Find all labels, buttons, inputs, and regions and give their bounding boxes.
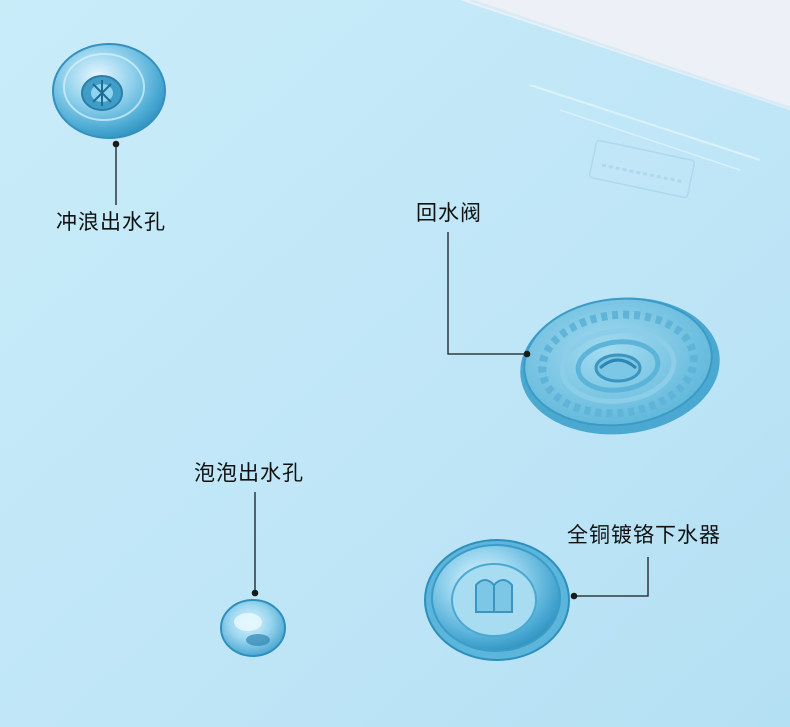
drain-label: 全铜镀铬下水器 xyxy=(567,523,721,547)
bubble-jet-icon xyxy=(220,599,286,657)
bubble-jet-label: 泡泡出水孔 xyxy=(194,461,304,485)
massage-jet-icon xyxy=(52,43,166,139)
massage-jet-label: 冲浪出水孔 xyxy=(56,210,166,234)
drain-icon xyxy=(424,539,570,661)
wall-corner xyxy=(460,0,790,110)
return-valve-label: 回水阀 xyxy=(416,201,482,225)
leader-lines xyxy=(115,144,649,597)
return-valve-icon xyxy=(520,297,720,435)
brand-plate xyxy=(588,139,696,199)
leader-dots xyxy=(112,140,578,600)
